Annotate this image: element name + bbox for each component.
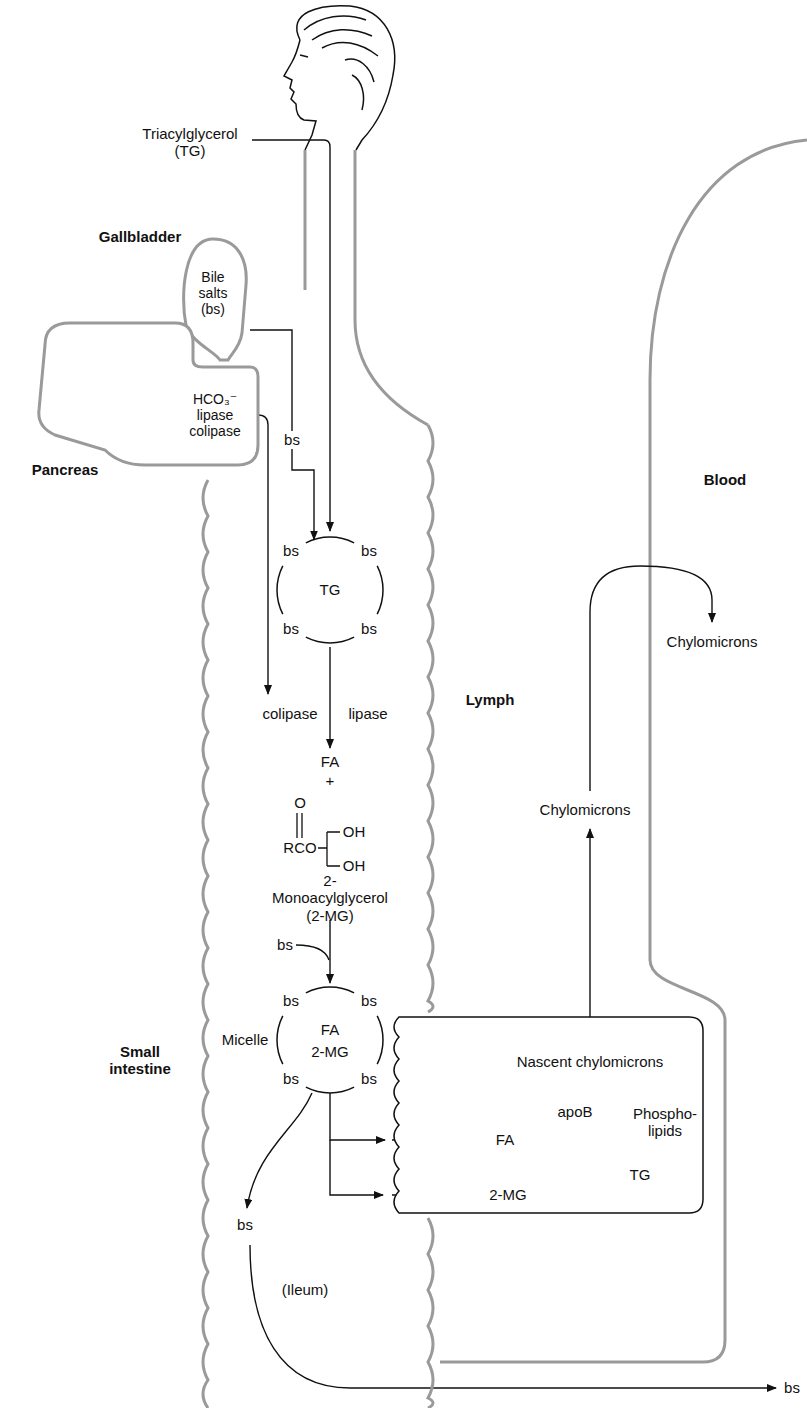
intestine-wall [428, 425, 433, 1012]
text-label: Triacylglycerol (TG) [142, 125, 237, 160]
edge-label: bs [282, 431, 302, 448]
text-label: FA [321, 753, 339, 770]
node-text: bs [283, 992, 299, 1009]
text-label: (Ileum) [282, 1281, 329, 1298]
text-label: lipase [348, 705, 387, 722]
text-label: OH [343, 823, 366, 840]
enterocyte-box [394, 1017, 703, 1213]
node-heading: Pancreas [32, 461, 99, 478]
node-text: 2-MG [489, 1186, 527, 1203]
text-label: RCO [283, 839, 316, 856]
text-label: 2-Monoacylglycerol (2-MG) [272, 872, 388, 924]
node-text: bs [361, 542, 377, 559]
text-label: O [294, 794, 306, 811]
node-text: Phospho- lipids [633, 1105, 697, 1140]
pancreas: HCO₃⁻ lipase colipasePancreas [25, 315, 260, 475]
node-text: bs [361, 620, 377, 637]
esophagus-wall [304, 150, 307, 290]
node-text: bs [361, 992, 377, 1009]
emulsion-droplet: bsbsTGbsbs [275, 535, 385, 645]
text-label: bs [237, 1216, 253, 1233]
node-text: bs [283, 542, 299, 559]
micelle-circle [277, 987, 383, 1093]
pancreas-shape [39, 323, 258, 465]
micelle-circle [277, 537, 383, 643]
node-text: Nascent chylomicrons [517, 1053, 664, 1070]
node-heading: Gallbladder [99, 228, 182, 245]
text-label: Chylomicrons [667, 633, 758, 650]
node-text: bs [283, 620, 299, 637]
node-heading: Micelle [222, 1031, 269, 1048]
region-label: Lymph [466, 691, 515, 708]
intestine-wall [428, 1218, 433, 1408]
text-label: OH [343, 857, 366, 874]
flow-connector [330, 1093, 385, 1140]
head-figure [284, 6, 395, 150]
text-label: + [326, 772, 335, 789]
micelle: MicellebsbsFA2-MGbsbs [275, 985, 385, 1095]
region-label: Blood [704, 471, 747, 488]
node-text: TG [320, 581, 341, 598]
flow-connector [250, 330, 314, 540]
text-label: bs [277, 936, 293, 953]
text-label: colipase [262, 705, 317, 722]
node-text: HCO₃⁻ lipase colipase [189, 391, 240, 439]
flow-arrow [247, 140, 776, 1388]
intestinal-cell: Nascent chylomicrons apoB Phospho- lipidsF… [385, 1015, 705, 1215]
node-text: bs [283, 1070, 299, 1087]
node-text: bs [361, 1070, 377, 1087]
node-text: TG [630, 1166, 651, 1183]
node-text: 2-MG [311, 1043, 349, 1060]
esophagus-wall [355, 150, 428, 425]
text-label: bs [784, 1379, 800, 1396]
node-text: Bile salts (bs) [199, 269, 228, 317]
text-label: Chylomicrons [540, 801, 631, 818]
node-text: apoB [557, 1103, 592, 1120]
intestine-wall [203, 480, 208, 1408]
node-text: FA [496, 1131, 514, 1148]
region-label: Small intestine [109, 1043, 171, 1078]
node-text: FA [321, 1021, 339, 1038]
